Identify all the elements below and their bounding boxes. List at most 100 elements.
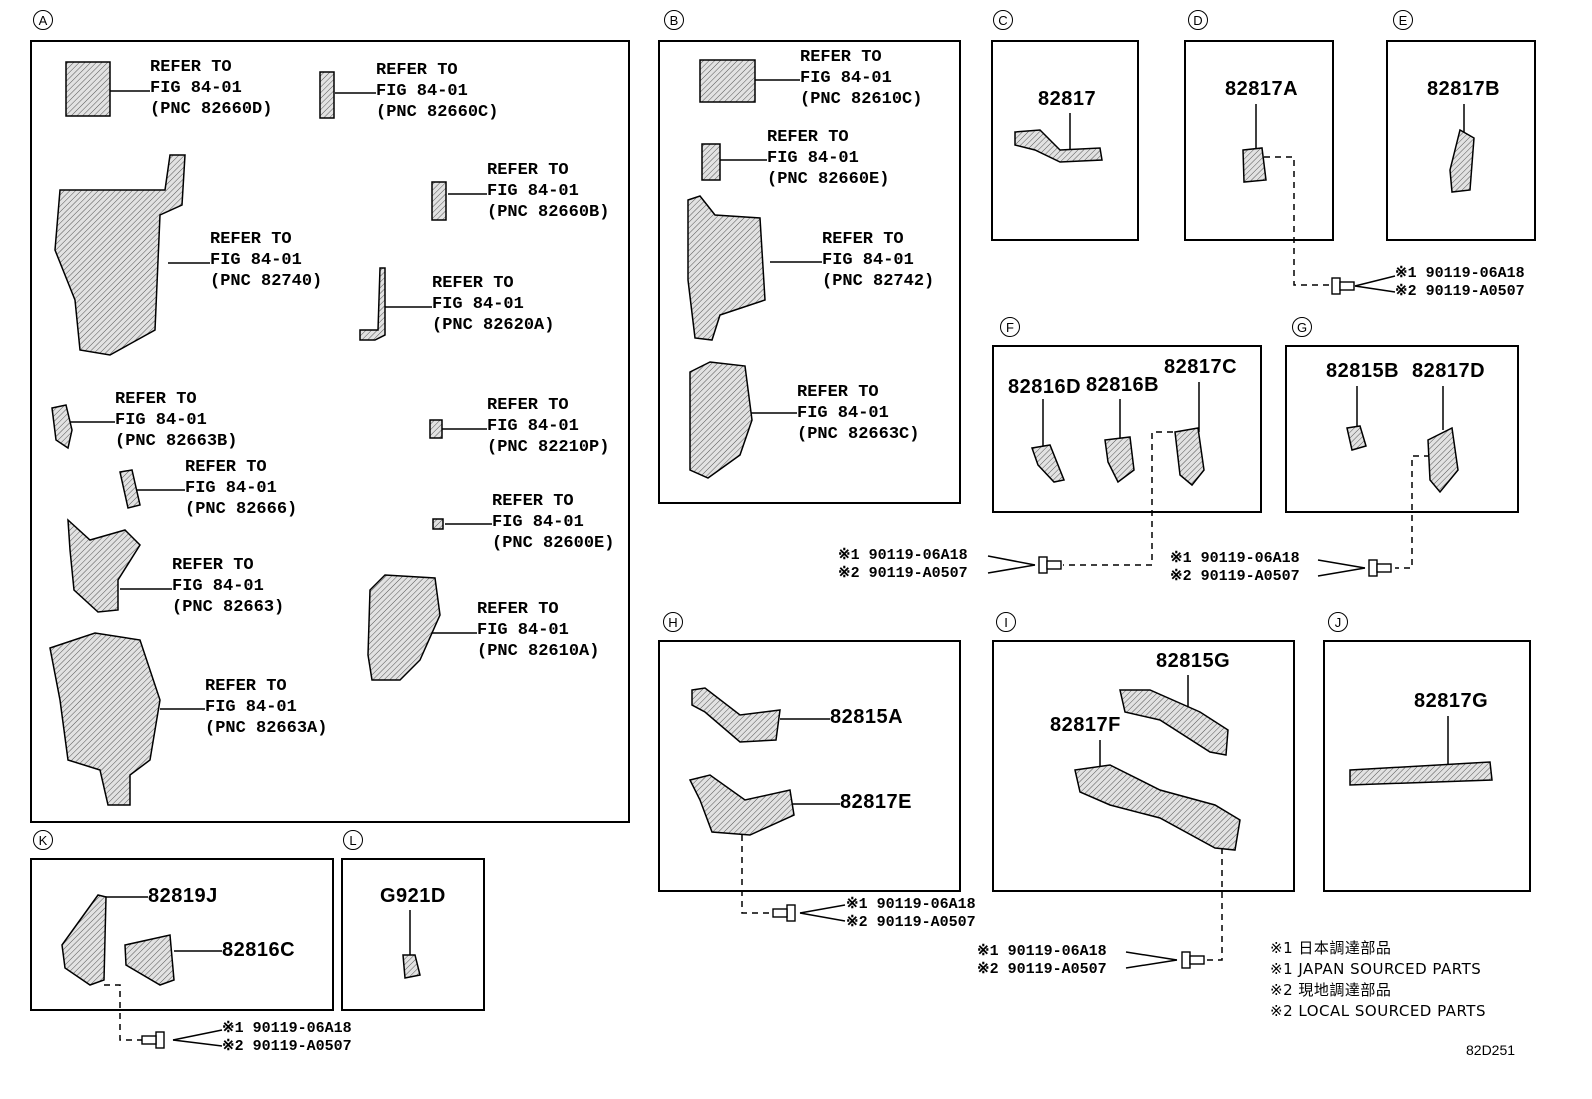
ref-title: REFER TO [487,396,569,415]
bolt-callout-f[interactable]: ※1 90119-06A18 ※2 90119-A0507 [838,547,968,583]
bolt-callout-h[interactable]: ※1 90119-06A18 ※2 90119-A0507 [846,896,976,932]
ref-82666[interactable]: REFER TO FIG 84-01 (PNC 82666) [185,457,297,520]
ref-82610a[interactable]: REFER TO FIG 84-01 (PNC 82610A) [477,599,599,662]
ref-82663a[interactable]: REFER TO FIG 84-01 (PNC 82663A) [205,676,327,739]
section-h-box [658,640,961,892]
ref-fig: FIG 84-01 [797,404,889,423]
part-82817[interactable]: 82817 [1038,88,1097,110]
ref-82663[interactable]: REFER TO FIG 84-01 (PNC 82663) [172,555,284,618]
ref-title: REFER TO [492,492,574,511]
bolt-callout-g[interactable]: ※1 90119-06A18 ※2 90119-A0507 [1170,550,1300,586]
part-82817f[interactable]: 82817F [1050,714,1121,736]
bolt-line1: ※1 90119-06A18 [838,547,968,564]
ref-title: REFER TO [210,230,292,249]
ref-82663c[interactable]: REFER TO FIG 84-01 (PNC 82663C) [797,382,919,445]
part-82816c[interactable]: 82816C [222,939,296,961]
ref-fig: FIG 84-01 [172,577,264,596]
section-marker-e: E [1393,10,1413,30]
part-82817b[interactable]: 82817B [1427,78,1501,100]
bolt-line2: ※2 90119-A0507 [1170,568,1300,585]
part-82815g[interactable]: 82815G [1156,650,1231,672]
ref-fig: FIG 84-01 [115,411,207,430]
bolt-callout-i[interactable]: ※1 90119-06A18 ※2 90119-A0507 [977,943,1107,979]
section-marker-d: D [1188,10,1208,30]
ref-fig: FIG 84-01 [800,69,892,88]
part-82817c[interactable]: 82817C [1164,356,1238,378]
ref-82610c[interactable]: REFER TO FIG 84-01 (PNC 82610C) [800,47,922,110]
part-82817d[interactable]: 82817D [1412,360,1486,382]
ref-fig: FIG 84-01 [487,182,579,201]
ref-pnc: (PNC 82210P) [487,438,610,457]
section-marker-g: G [1292,317,1312,337]
ref-title: REFER TO [115,390,197,409]
part-82817a[interactable]: 82817A [1225,78,1299,100]
bolt-line2: ※2 90119-A0507 [1395,283,1525,300]
ref-pnc: (PNC 82660D) [150,100,273,119]
legend-line-1: ※1 日本調達部品 [1270,939,1392,957]
ref-pnc: (PNC 82663) [172,598,285,617]
ref-pnc: (PNC 82660E) [767,170,890,189]
ref-82663b[interactable]: REFER TO FIG 84-01 (PNC 82663B) [115,389,237,452]
section-marker-j: J [1328,612,1348,632]
ref-82660c[interactable]: REFER TO FIG 84-01 (PNC 82660C) [376,60,498,123]
bolt-line1: ※1 90119-06A18 [1170,550,1300,567]
part-82815a[interactable]: 82815A [830,706,904,728]
part-82816d[interactable]: 82816D [1008,376,1082,398]
part-82815b[interactable]: 82815B [1326,360,1400,382]
ref-82660b[interactable]: REFER TO FIG 84-01 (PNC 82660B) [487,160,609,223]
ref-fig: FIG 84-01 [150,79,242,98]
section-l-box [341,858,485,1011]
ref-title: REFER TO [487,161,569,180]
ref-title: REFER TO [376,61,458,80]
ref-82740[interactable]: REFER TO FIG 84-01 (PNC 82740) [210,229,322,292]
ref-82742[interactable]: REFER TO FIG 84-01 (PNC 82742) [822,229,934,292]
ref-fig: FIG 84-01 [767,149,859,168]
ref-fig: FIG 84-01 [487,417,579,436]
ref-fig: FIG 84-01 [822,251,914,270]
part-82817e[interactable]: 82817E [840,791,912,813]
part-82817g[interactable]: 82817G [1414,690,1489,712]
legend-line-2: ※1 JAPAN SOURCED PARTS [1270,960,1482,978]
legend-line-4: ※2 LOCAL SOURCED PARTS [1270,1002,1486,1020]
ref-title: REFER TO [432,274,514,293]
ref-title: REFER TO [797,383,879,402]
part-82816b[interactable]: 82816B [1086,374,1160,396]
part-82819j[interactable]: 82819J [148,885,218,907]
ref-82660e[interactable]: REFER TO FIG 84-01 (PNC 82660E) [767,127,889,190]
section-b-box [658,40,961,504]
section-c-box [991,40,1139,241]
ref-fig: FIG 84-01 [210,251,302,270]
ref-fig: FIG 84-01 [492,513,584,532]
section-marker-h: H [663,612,683,632]
bolt-line2: ※2 90119-A0507 [838,565,968,582]
ref-title: REFER TO [800,48,882,67]
ref-82660d[interactable]: REFER TO FIG 84-01 (PNC 82660D) [150,57,272,120]
ref-82600e[interactable]: REFER TO FIG 84-01 (PNC 82600E) [492,491,614,554]
ref-title: REFER TO [205,677,287,696]
section-j-box [1323,640,1531,892]
ref-pnc: (PNC 82620A) [432,316,555,335]
section-g-box [1285,345,1519,513]
ref-fig: FIG 84-01 [185,479,277,498]
bolt-line1: ※1 90119-06A18 [1395,265,1525,282]
bolt-line2: ※2 90119-A0507 [977,961,1107,978]
bolt-line1: ※1 90119-06A18 [977,943,1107,960]
ref-pnc: (PNC 82742) [822,272,935,291]
part-g921d[interactable]: G921D [380,885,446,907]
ref-pnc: (PNC 82600E) [492,534,615,553]
diagram-code: 82D251 [1466,1042,1516,1058]
ref-pnc: (PNC 82660B) [487,203,610,222]
ref-82210p[interactable]: REFER TO FIG 84-01 (PNC 82210P) [487,395,609,458]
bolt-line1: ※1 90119-06A18 [846,896,976,913]
ref-pnc: (PNC 82660C) [376,103,499,122]
bolt-callout-k[interactable]: ※1 90119-06A18 ※2 90119-A0507 [222,1020,352,1056]
section-marker-l: L [343,830,363,850]
section-f-box [992,345,1262,513]
ref-82620a[interactable]: REFER TO FIG 84-01 (PNC 82620A) [432,273,554,336]
section-i-box [992,640,1295,892]
bolt-line1: ※1 90119-06A18 [222,1020,352,1037]
ref-fig: FIG 84-01 [205,698,297,717]
bolt-callout-d[interactable]: ※1 90119-06A18 ※2 90119-A0507 [1395,265,1525,301]
section-marker-i: I [996,612,1016,632]
sourcing-legend: ※1 日本調達部品 ※1 JAPAN SOURCED PARTS ※2 現地調達… [1270,938,1486,1022]
